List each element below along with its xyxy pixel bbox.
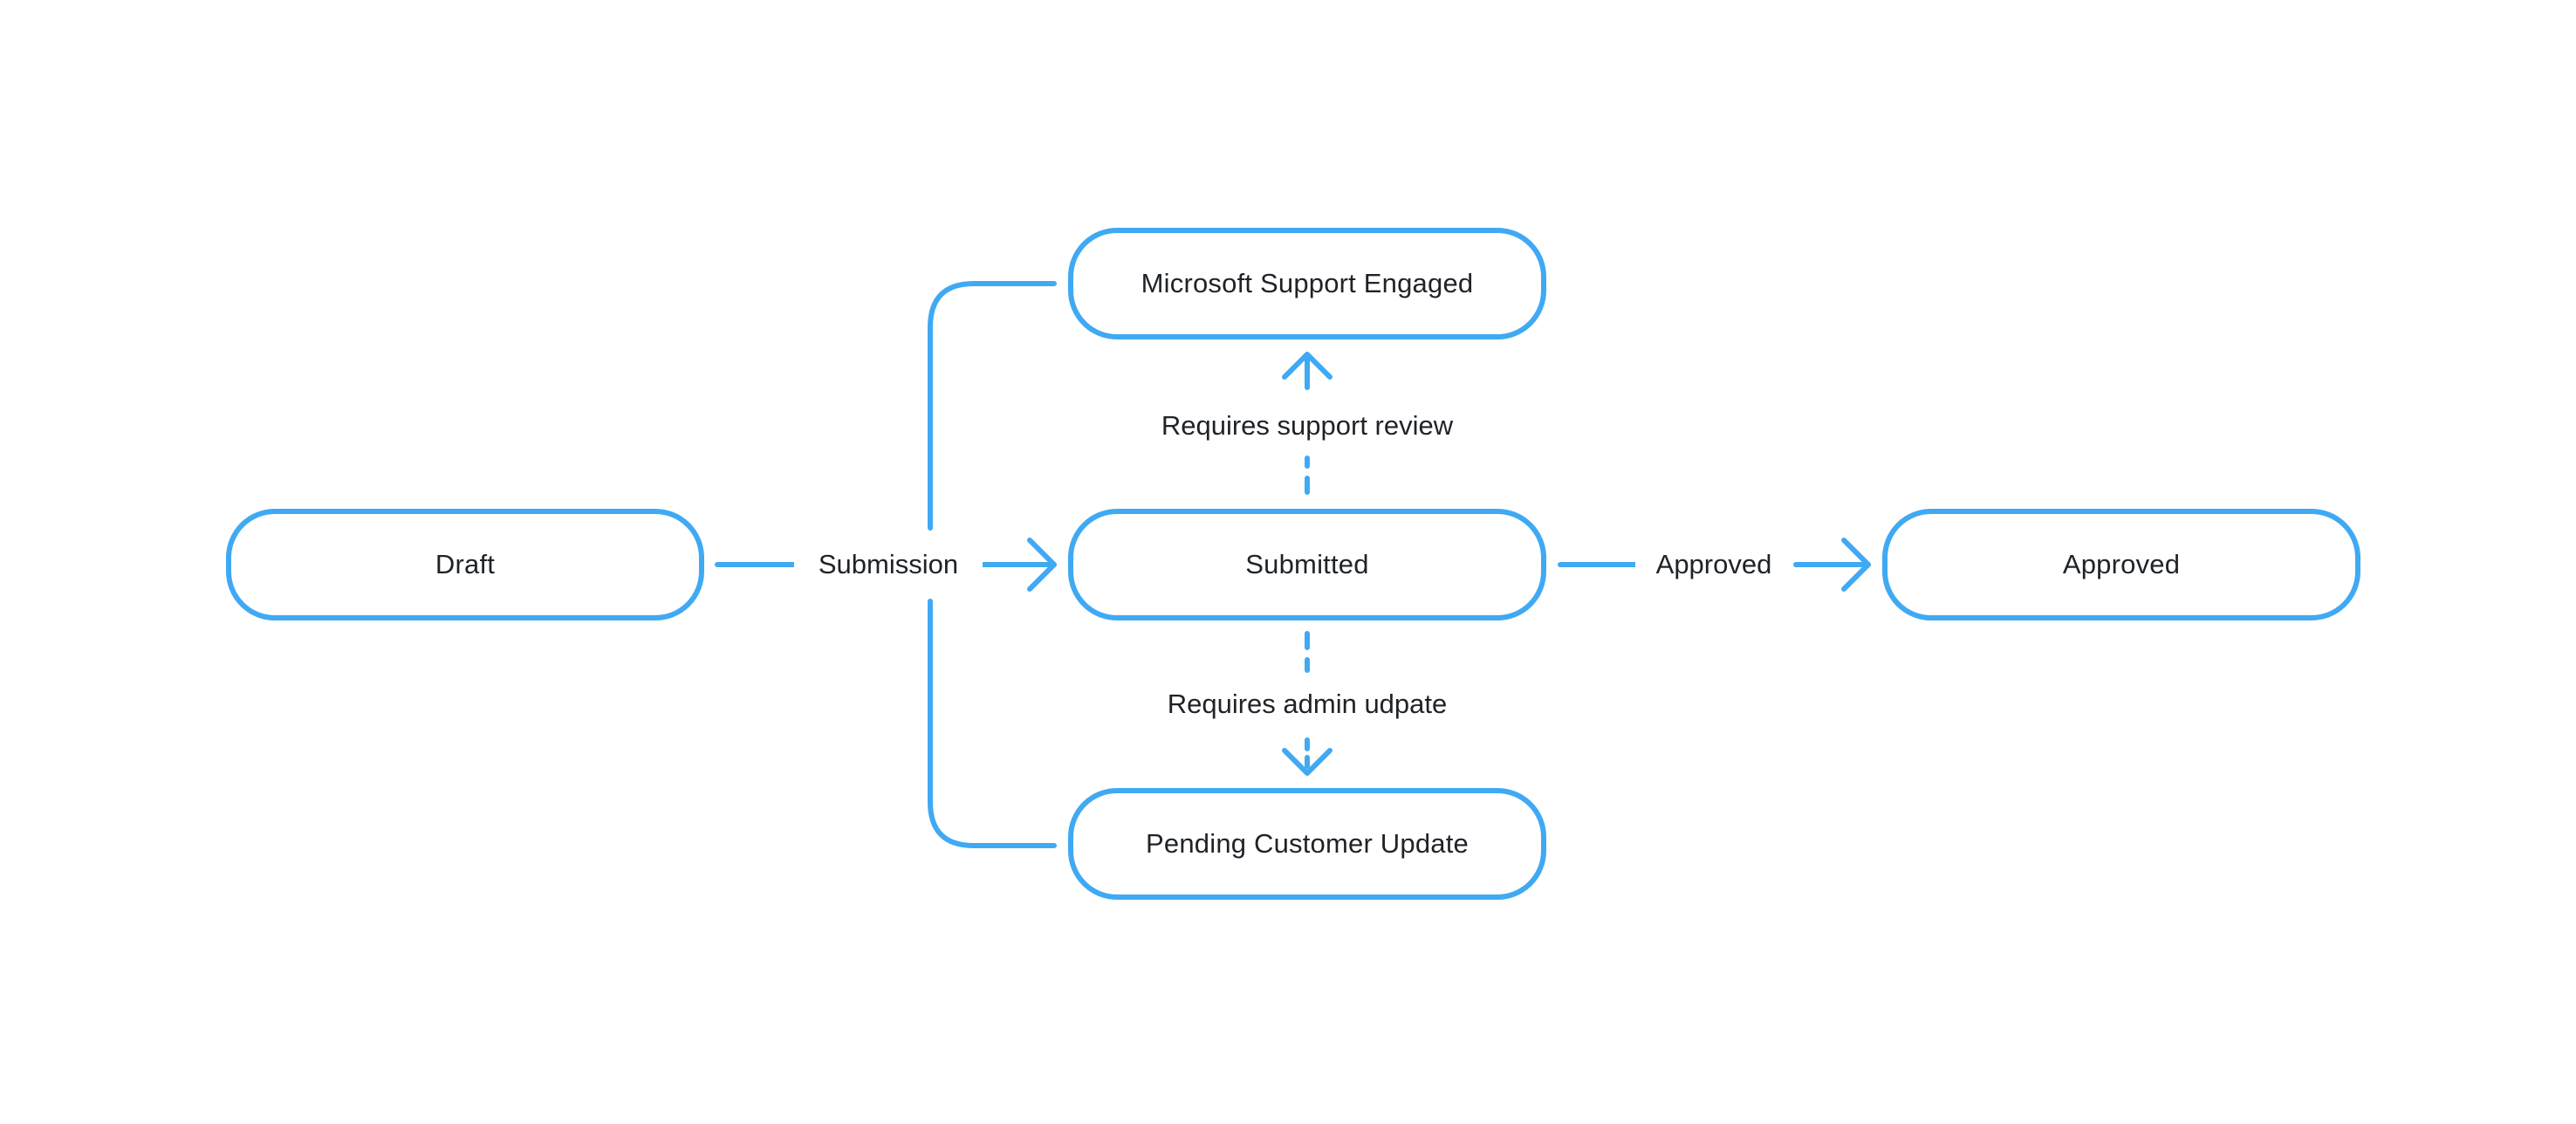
edge-branch-to-engaged xyxy=(928,281,1057,531)
arrowhead-pending xyxy=(1282,748,1333,776)
edge-label-admin-update: Requires admin udpate xyxy=(1134,678,1480,730)
node-approved[interactable]: Approved xyxy=(1882,509,2360,620)
arrowhead-submitted xyxy=(1027,538,1057,592)
node-draft-label: Draft xyxy=(435,549,496,579)
edge-label-approved: Approved xyxy=(1635,538,1792,591)
node-pending-customer-update-label: Pending Customer Update xyxy=(1146,828,1469,859)
node-approved-label: Approved xyxy=(2062,549,2181,579)
node-microsoft-support-engaged-label: Microsoft Support Engaged xyxy=(1141,268,1474,298)
node-submitted-label: Submitted xyxy=(1245,549,1369,579)
edge-label-support-review: Requires support review xyxy=(1134,400,1480,452)
edge-branch-to-pending xyxy=(928,599,1057,848)
edge-label-submission: Submission xyxy=(794,538,983,591)
node-submitted[interactable]: Submitted xyxy=(1068,509,1546,620)
arrowhead-engaged xyxy=(1282,352,1333,380)
node-microsoft-support-engaged[interactable]: Microsoft Support Engaged xyxy=(1068,228,1546,339)
node-draft[interactable]: Draft xyxy=(226,509,704,620)
node-pending-customer-update[interactable]: Pending Customer Update xyxy=(1068,788,1546,900)
arrowhead-approved xyxy=(1841,538,1871,592)
